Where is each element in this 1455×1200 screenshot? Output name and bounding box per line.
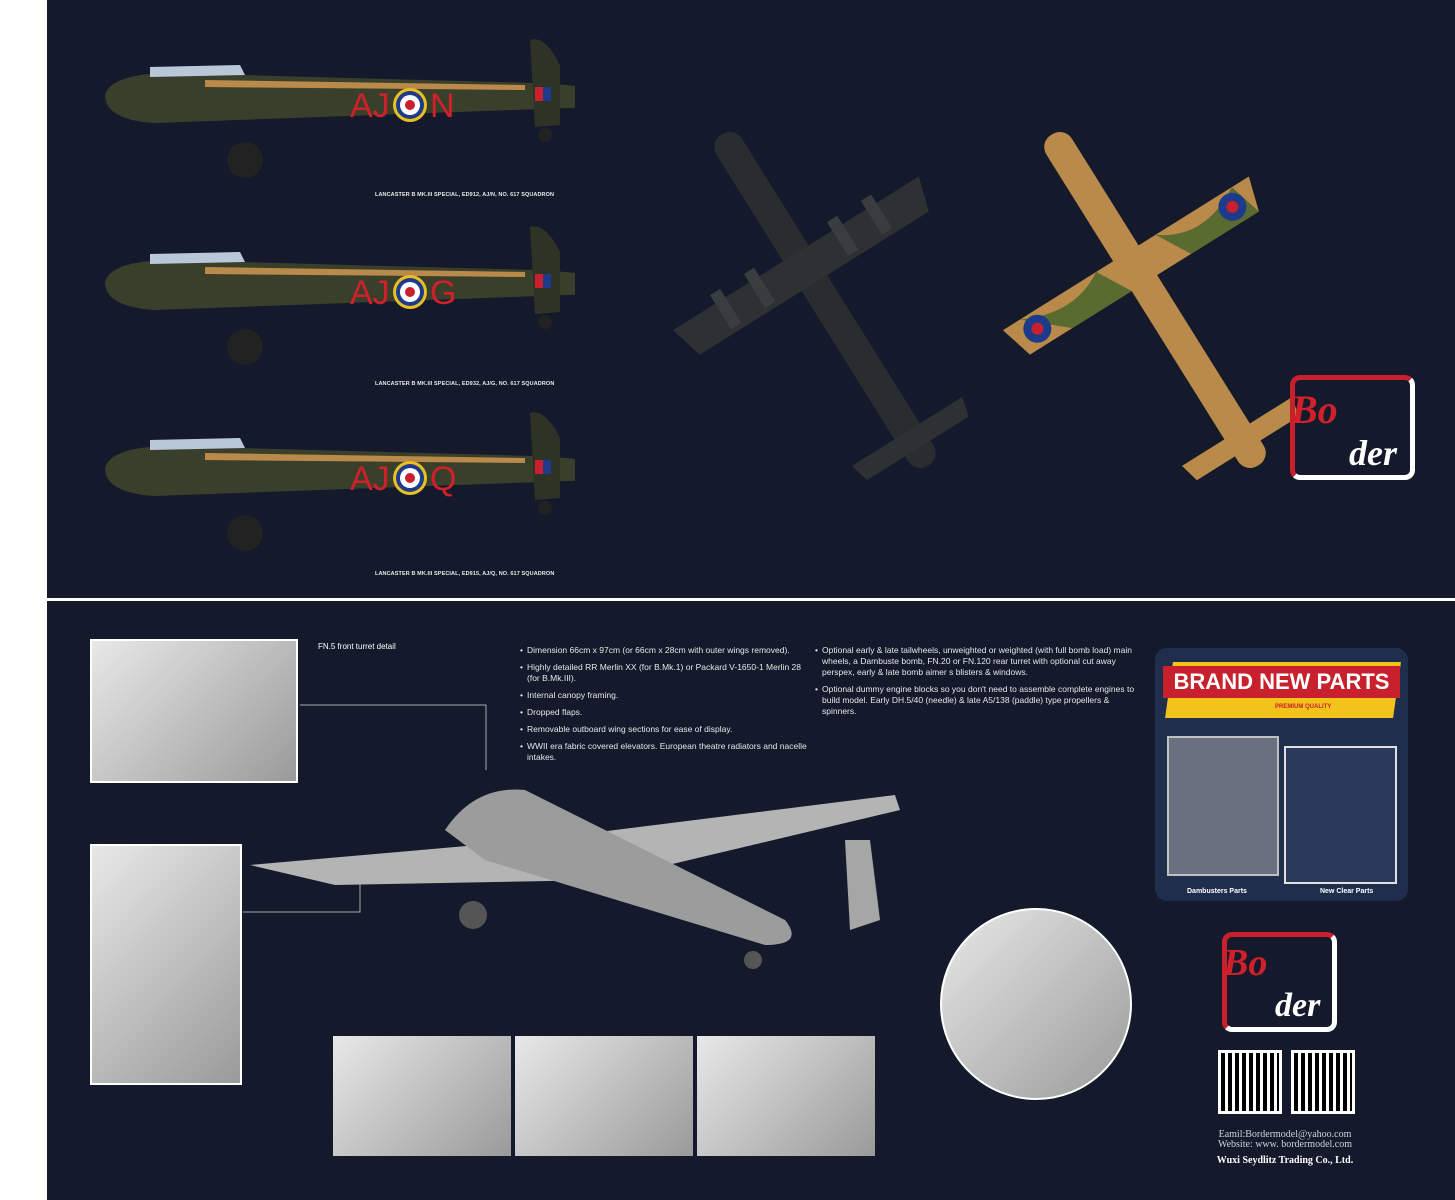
squadron-code: AJ [350,460,390,498]
wing-structure-photo [90,844,242,1085]
turret-closeup-circle [940,908,1132,1100]
clear-sprue [1284,746,1397,884]
dambusters-sprue [1167,736,1279,876]
lancaster-side-profile: AJ Q [105,412,611,551]
squadron-code: AJ [350,274,390,312]
feature-item: Removable outboard wing sections for eas… [520,724,810,735]
parts-subtitle: PREMIUM QUALITY [1275,704,1332,710]
detail-photo-2 [515,1036,693,1156]
detail-photo-3 [697,1036,875,1156]
squadron-code: AJ [350,87,390,125]
contact-info: Eamil:Bordermodel@yahoo.com Website: www… [1170,1130,1400,1166]
plan-view-black [672,131,969,481]
feature-item: Internal canopy framing. [520,690,810,701]
logo-part-der: der [1349,433,1397,473]
aircraft-letter: N [430,87,455,125]
brand-new-parts-box: BRAND NEW PARTS PREMIUM QUALITY Dambuste… [1155,648,1408,901]
detail-photo-1 [333,1036,511,1156]
feature-item: WWII era fabric covered elevators. Europ… [520,741,810,763]
logo-part-bo: Bo [1291,387,1338,432]
feature-item: Dropped flaps. [520,707,810,718]
website-qr-code[interactable] [1291,1050,1355,1114]
logo-part-der: der [1275,987,1321,1024]
turret-detail-photo [90,639,298,783]
side-profile: AJ Q [55,408,611,558]
facebook-qr-code[interactable] [1218,1050,1282,1114]
aircraft-letter: Q [430,460,456,498]
profile-caption: LANCASTER B MK.III SPECIAL, ED915, AJ/Q,… [375,571,555,577]
logo-part-bo: Bo [1223,942,1268,984]
lancaster-side-profile: AJ N [105,39,611,178]
dambusters-label: Dambusters Parts [1187,888,1247,895]
turret-label: FN.5 front turret detail [318,642,396,651]
side-profile: AJ G [55,222,611,372]
feature-item: Optional early & late tailwheels, unweig… [815,645,1135,678]
email: Eamil:Bordermodel@yahoo.com [1218,1129,1352,1140]
plan-view-camo [1002,131,1299,481]
clear-parts-label: New Clear Parts [1320,888,1374,895]
side-profile: AJ N [55,35,611,185]
features-list-left: Dimension 66cm x 97cm (or 66cm x 28cm wi… [520,645,810,769]
parts-title: BRAND NEW PARTS [1163,666,1400,698]
aircraft-letter: G [430,274,456,312]
website: Website: www. bordermodel.com [1217,1139,1353,1150]
feature-item: Highly detailed RR Merlin XX (for B.Mk.1… [520,662,810,684]
company-name: Wuxi Seydlitz Trading Co., Ltd. [1216,1155,1354,1166]
feature-item: Dimension 66cm x 97cm (or 66cm x 28cm wi… [520,645,810,656]
features-list-right: Optional early & late tailwheels, unweig… [815,645,1135,723]
model-render [250,789,900,969]
profile-caption: LANCASTER B MK.III SPECIAL, ED912, AJ/N,… [375,192,555,198]
feature-item: Optional dummy engine blocks so you don'… [815,684,1135,717]
profile-caption: LANCASTER B MK.III SPECIAL, ED932, AJ/G,… [375,381,555,387]
lancaster-side-profile: AJ G [105,226,611,365]
